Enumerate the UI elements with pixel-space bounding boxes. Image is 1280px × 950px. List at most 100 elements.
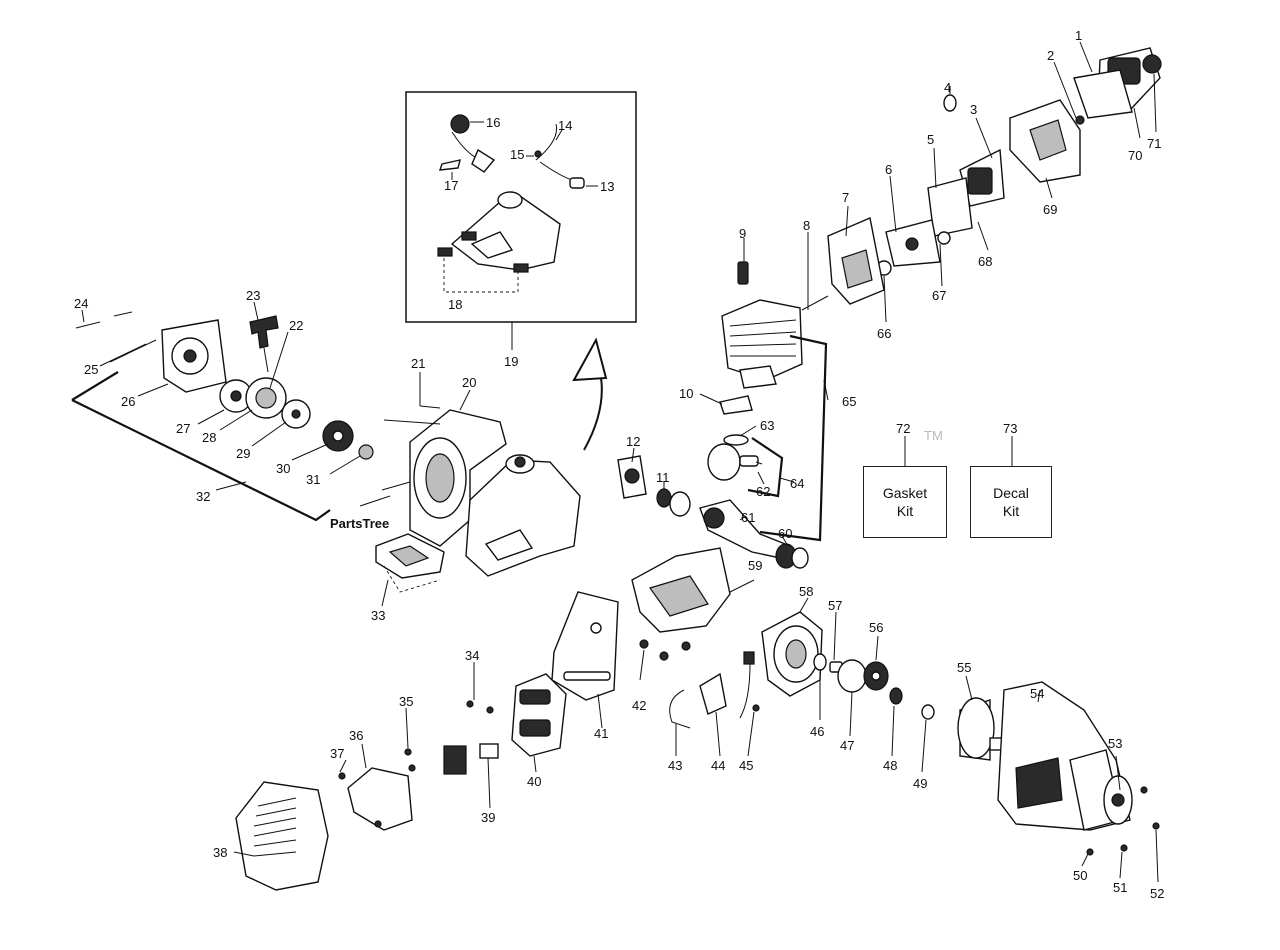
callout-48[interactable]: 48 — [883, 758, 897, 773]
callout-49[interactable]: 49 — [913, 776, 927, 791]
callout-15[interactable]: 15 — [510, 147, 524, 162]
callout-30[interactable]: 30 — [276, 461, 290, 476]
callout-7[interactable]: 7 — [842, 190, 849, 205]
callout-62[interactable]: 62 — [756, 484, 770, 499]
callout-28[interactable]: 28 — [202, 430, 216, 445]
callout-42[interactable]: 42 — [632, 698, 646, 713]
engine-housing[interactable] — [359, 405, 581, 593]
callout-53[interactable]: 53 — [1108, 736, 1122, 751]
callout-52[interactable]: 52 — [1150, 886, 1164, 901]
callout-56[interactable]: 56 — [869, 620, 883, 635]
watermark-text: PartsTree — [330, 516, 389, 531]
flywheel-clutch[interactable] — [669, 611, 1005, 761]
callout-61[interactable]: 61 — [741, 510, 755, 525]
watermark: PartsTree TM — [330, 428, 943, 531]
callout-47[interactable]: 47 — [840, 738, 854, 753]
decal-kit-line2: Kit — [1002, 503, 1020, 519]
callout-27[interactable]: 27 — [176, 421, 190, 436]
callout-13[interactable]: 13 — [600, 179, 614, 194]
leaders-center — [381, 372, 471, 607]
callout-63[interactable]: 63 — [760, 418, 774, 433]
gasket-kit-box[interactable]: Gasket Kit — [863, 466, 947, 538]
callout-73[interactable]: 73 — [1003, 421, 1017, 436]
leaders-left — [81, 301, 361, 491]
callout-43[interactable]: 43 — [668, 758, 682, 773]
decal-kit-box[interactable]: Decal Kit — [970, 466, 1052, 538]
callout-23[interactable]: 23 — [246, 288, 260, 303]
callout-5[interactable]: 5 — [927, 132, 934, 147]
leaders-top-right — [743, 41, 1157, 323]
air-filter-assembly[interactable] — [737, 47, 1162, 311]
callout-60[interactable]: 60 — [778, 526, 792, 541]
callout-51[interactable]: 51 — [1113, 880, 1127, 895]
gasket-kit-line2: Kit — [896, 503, 914, 519]
callout-31[interactable]: 31 — [306, 472, 320, 487]
callout-21[interactable]: 21 — [411, 356, 425, 371]
callout-18[interactable]: 18 — [448, 297, 462, 312]
callout-34[interactable]: 34 — [465, 648, 479, 663]
callout-3[interactable]: 3 — [970, 102, 977, 117]
callout-64[interactable]: 64 — [790, 476, 804, 491]
callout-14[interactable]: 14 — [558, 118, 572, 133]
decal-kit-line1: Decal — [993, 485, 1029, 501]
callout-39[interactable]: 39 — [481, 810, 495, 825]
callout-2[interactable]: 2 — [1047, 48, 1054, 63]
callout-20[interactable]: 20 — [462, 375, 476, 390]
callout-4[interactable]: 4 — [944, 80, 951, 95]
callout-numbers: 1 2 3 4 5 6 7 8 9 10 11 12 13 14 15 16 1… — [74, 28, 1164, 901]
callout-16[interactable]: 16 — [486, 115, 500, 130]
callout-9[interactable]: 9 — [739, 226, 746, 241]
callout-71[interactable]: 71 — [1147, 136, 1161, 151]
callout-12[interactable]: 12 — [626, 434, 640, 449]
callout-11[interactable]: 11 — [656, 470, 670, 485]
callout-38[interactable]: 38 — [213, 845, 227, 860]
callout-67[interactable]: 67 — [932, 288, 946, 303]
callout-50[interactable]: 50 — [1073, 868, 1087, 883]
callout-36[interactable]: 36 — [349, 728, 363, 743]
callout-17[interactable]: 17 — [444, 178, 458, 193]
callout-68[interactable]: 68 — [978, 254, 992, 269]
callout-6[interactable]: 6 — [885, 162, 892, 177]
callout-54[interactable]: 54 — [1030, 686, 1044, 701]
callout-37[interactable]: 37 — [330, 746, 344, 761]
callout-70[interactable]: 70 — [1128, 148, 1142, 163]
callout-32[interactable]: 32 — [196, 489, 210, 504]
cylinder-assembly[interactable] — [617, 299, 828, 661]
callout-40[interactable]: 40 — [527, 774, 541, 789]
callout-58[interactable]: 58 — [799, 584, 813, 599]
callout-25[interactable]: 25 — [84, 362, 98, 377]
callout-29[interactable]: 29 — [236, 446, 250, 461]
callout-41[interactable]: 41 — [594, 726, 608, 741]
callout-66[interactable]: 66 — [877, 326, 891, 341]
callout-57[interactable]: 57 — [828, 598, 842, 613]
callout-19[interactable]: 19 — [504, 354, 518, 369]
leaders-shroud — [233, 743, 367, 857]
watermark-tm: TM — [924, 428, 943, 443]
callout-8[interactable]: 8 — [803, 218, 810, 233]
callout-44[interactable]: 44 — [711, 758, 725, 773]
callout-59[interactable]: 59 — [748, 558, 762, 573]
callout-72[interactable]: 72 — [896, 421, 910, 436]
leaders-clutch-housing — [1037, 689, 1159, 883]
callout-10[interactable]: 10 — [679, 386, 693, 401]
leaders-muffler — [405, 662, 603, 809]
shroud-assembly[interactable] — [235, 767, 413, 891]
leaders-flywheel — [675, 597, 973, 773]
curved-arrow-head — [572, 337, 608, 382]
callout-35[interactable]: 35 — [399, 694, 413, 709]
callout-46[interactable]: 46 — [810, 724, 824, 739]
callout-22[interactable]: 22 — [289, 318, 303, 333]
callout-55[interactable]: 55 — [957, 660, 971, 675]
callout-1[interactable]: 1 — [1075, 28, 1082, 43]
callout-69[interactable]: 69 — [1043, 202, 1057, 217]
callout-26[interactable]: 26 — [121, 394, 135, 409]
fuel-tank-inset[interactable] — [405, 91, 637, 323]
callout-33[interactable]: 33 — [371, 608, 385, 623]
starter-assembly[interactable] — [71, 311, 374, 522]
callout-45[interactable]: 45 — [739, 758, 753, 773]
muffler-assembly[interactable] — [404, 591, 619, 775]
callout-65[interactable]: 65 — [842, 394, 856, 409]
clutch-housing[interactable] — [997, 681, 1160, 856]
callout-24[interactable]: 24 — [74, 296, 88, 311]
